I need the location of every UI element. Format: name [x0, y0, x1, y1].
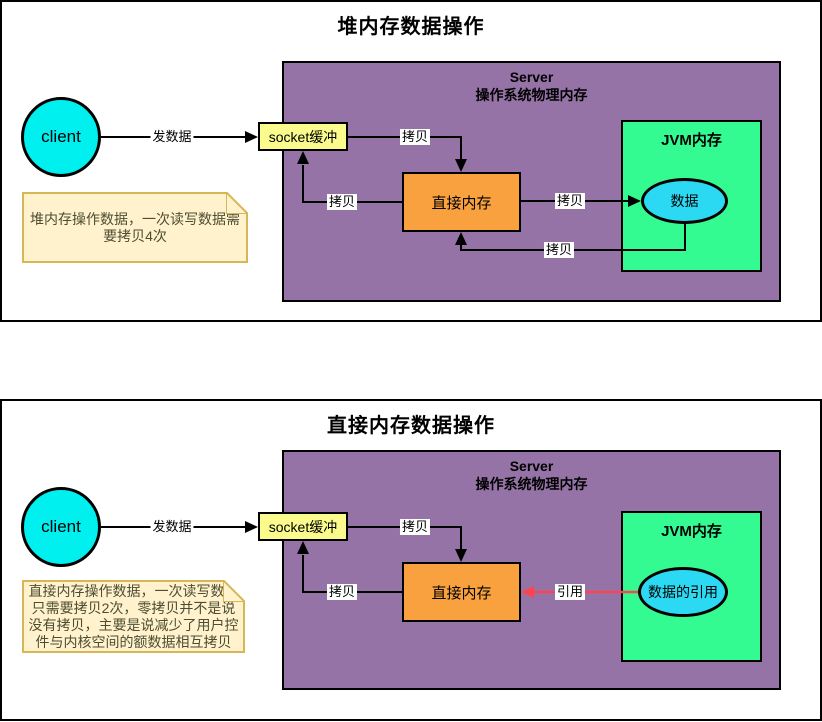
- client-label: client: [41, 127, 81, 146]
- socket-buffer-box: socket缓冲: [258, 122, 348, 151]
- direct-memory-note: 直接内存操作数据，一次读写数据只需要拷贝2次，零拷贝并不是说没有拷贝，主要是说减…: [22, 580, 245, 653]
- client-label: client: [41, 517, 81, 536]
- heap-memory-panel: 堆内存数据操作 Server 操作系统物理内存 JVM内存 数据 直接内存 so…: [0, 0, 822, 322]
- note-fold-icon: [226, 192, 248, 214]
- send-data-arrowhead: [245, 521, 258, 533]
- copy-label-1: 拷贝: [399, 129, 431, 145]
- copy-label-3: 拷贝: [554, 193, 586, 209]
- panel-title: 堆内存数据操作: [337, 16, 485, 38]
- copy-label-2: 拷贝: [326, 194, 358, 210]
- server-label: Server 操作系统物理内存: [284, 63, 779, 104]
- socket-buffer-box: socket缓冲: [258, 512, 348, 541]
- server-subtitle: 操作系统物理内存: [475, 476, 588, 492]
- direct-memory-label: 直接内存: [431, 194, 492, 212]
- socket-buffer-label: socket缓冲: [268, 518, 338, 535]
- copy-label-1: 拷贝: [399, 519, 431, 535]
- direct-memory-panel: 直接内存数据操作 Server 操作系统物理内存 JVM内存 数据的引用 直接内…: [0, 399, 822, 721]
- heap-note: 堆内存操作数据，一次读写数据需要拷贝4次: [22, 192, 248, 263]
- jvm-memory-title: JVM内存: [661, 132, 722, 149]
- direct-memory-box: 直接内存: [402, 172, 521, 232]
- send-data-arrowhead: [245, 131, 258, 143]
- data-label: 数据: [670, 193, 699, 209]
- note-fold-icon: [223, 580, 245, 602]
- socket-buffer-label: socket缓冲: [268, 128, 338, 145]
- copy-label-4: 拷贝: [543, 242, 575, 258]
- send-data-label: 发数据: [150, 519, 194, 535]
- data-ellipse: 数据: [641, 178, 728, 224]
- copy-label-2: 拷贝: [326, 584, 358, 600]
- server-label: Server 操作系统物理内存: [284, 452, 779, 493]
- direct-memory-label: 直接内存: [431, 584, 492, 602]
- server-title: Server: [509, 69, 554, 85]
- jvm-memory-title: JVM内存: [661, 523, 722, 540]
- server-title: Server: [509, 458, 554, 474]
- client-node: client: [21, 97, 101, 177]
- server-subtitle: 操作系统物理内存: [475, 87, 588, 103]
- client-node: client: [21, 487, 101, 567]
- heap-note-text: 堆内存操作数据，一次读写数据需要拷贝4次: [30, 210, 240, 244]
- data-reference-label: 数据的引用: [648, 584, 718, 600]
- reference-label: 引用: [554, 584, 586, 600]
- send-data-label: 发数据: [150, 129, 194, 145]
- direct-memory-note-text: 直接内存操作数据，一次读写数据只需要拷贝2次，零拷贝并不是说没有拷贝，主要是说减…: [28, 582, 239, 650]
- data-reference-ellipse: 数据的引用: [638, 567, 728, 617]
- direct-memory-box: 直接内存: [402, 562, 521, 622]
- panel-title: 直接内存数据操作: [327, 415, 495, 437]
